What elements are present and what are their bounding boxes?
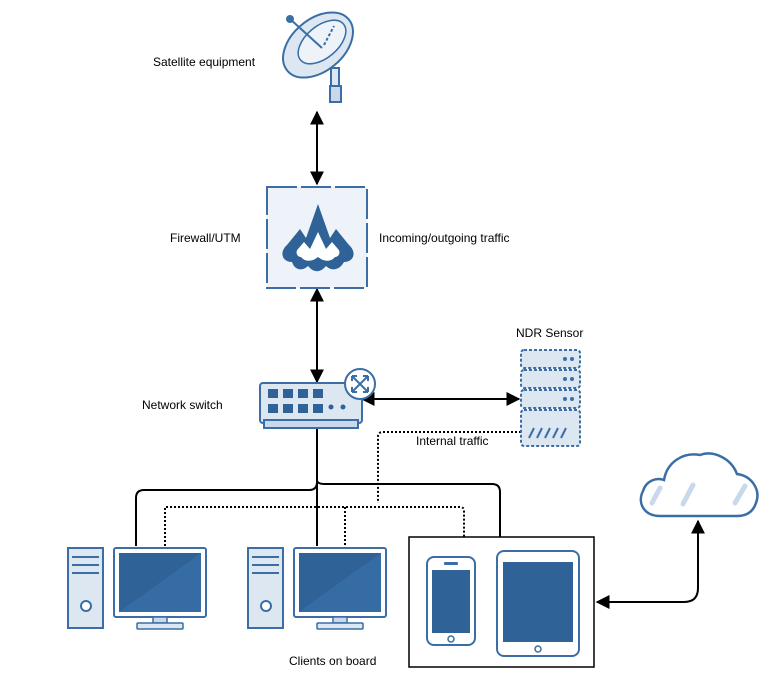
link-switch-client-3 (316, 479, 501, 537)
network-switch-label: Network switch (142, 398, 223, 412)
internal-traffic-line (377, 431, 521, 503)
clients-label: Clients on board (289, 654, 377, 668)
traffic-label: Incoming/outgoing traffic (379, 231, 510, 245)
desktop-computer-icon (247, 547, 387, 630)
connections (135, 110, 705, 609)
satellite-label: Satellite equipment (153, 55, 256, 69)
ndr-sensor-details (528, 357, 574, 439)
internal-traffic-branch (164, 506, 465, 546)
desktop-computer-icon (67, 547, 207, 630)
smartphone-icon (426, 556, 476, 646)
tablet-icon (496, 550, 580, 657)
satellite-dish-icon (282, 11, 354, 103)
firewall-icon (266, 186, 368, 289)
firewall-label: Firewall/UTM (170, 231, 241, 245)
cloud-icon (639, 452, 759, 518)
ndr-sensor-server-icon (520, 349, 581, 447)
link-switch-client-1 (135, 428, 318, 546)
link-clients-cloud (595, 519, 705, 609)
network-switch-icon (259, 368, 376, 429)
internal-traffic-label: Internal traffic (416, 434, 489, 448)
ndr-sensor-label: NDR Sensor (516, 326, 584, 340)
